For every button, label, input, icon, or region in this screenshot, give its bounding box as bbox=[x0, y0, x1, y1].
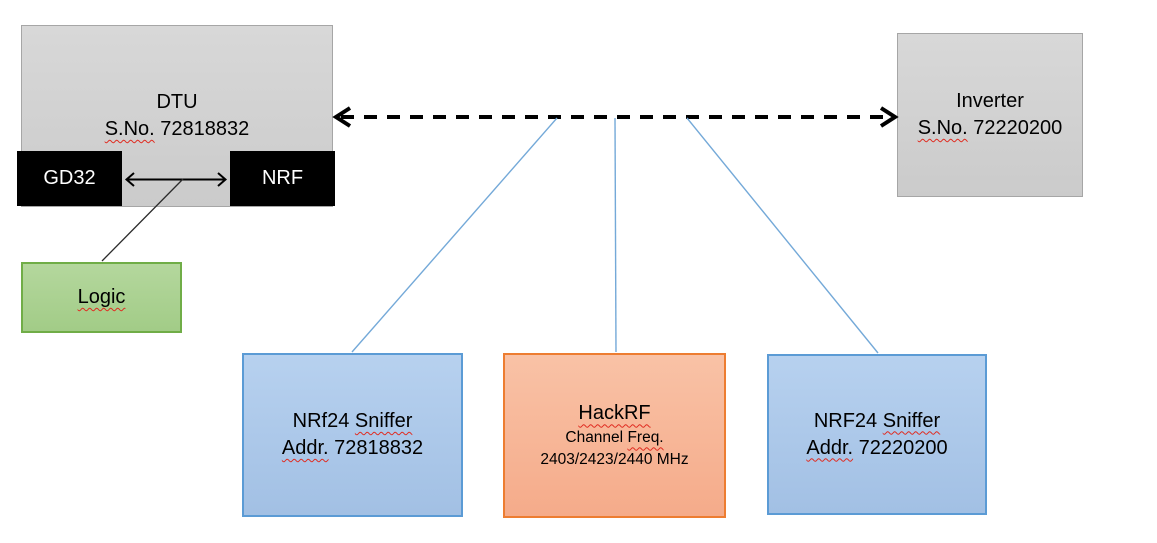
nrf-label: NRF bbox=[261, 167, 304, 189]
sniffer-left-title: NRf24 Sniffer bbox=[293, 408, 413, 435]
logic-node: Logic bbox=[21, 262, 182, 333]
sniffer-right-addr: Addr. 72220200 bbox=[806, 435, 947, 462]
inverter-serial-label: S.No. bbox=[917, 117, 968, 139]
gd32-label: GD32 bbox=[43, 167, 96, 189]
inverter-serial: S.No. 72220200 bbox=[918, 115, 1063, 142]
dtu-serial: S.No. 72818832 bbox=[105, 116, 250, 143]
hackrf-node: HackRF Channel Freq. 2403/2423/2440 MHz bbox=[503, 353, 726, 518]
sniffer-right-title-word1: NRF24 bbox=[813, 409, 878, 432]
sniffer-left-addr: Addr. 72818832 bbox=[282, 435, 423, 462]
inverter-serial-value: 72220200 bbox=[973, 117, 1063, 139]
sniffer-left-addr-label: Addr. bbox=[281, 437, 329, 459]
blue-connector-hackrf bbox=[614, 117, 617, 353]
sniffer-right-addr-value: 72220200 bbox=[858, 436, 948, 459]
blue-connector-sniffer-right bbox=[686, 117, 879, 354]
dtu-serial-value: 72818832 bbox=[160, 118, 250, 140]
sniffer-left-node: NRf24 Sniffer Addr. 72818832 bbox=[242, 353, 463, 517]
dashed-link-arrowhead-right bbox=[879, 106, 899, 128]
sniffer-right-title-word2: Sniffer bbox=[882, 409, 941, 432]
hackrf-freq-label: Channel Freq. bbox=[565, 429, 664, 447]
sniffer-left-title-word2: Sniffer bbox=[354, 410, 413, 432]
hackrf-freq-values: 2403/2423/2440 MHz bbox=[540, 451, 689, 468]
sniffer-right-addr-label: Addr. bbox=[806, 436, 854, 459]
blue-connector-sniffer-left bbox=[351, 117, 558, 353]
sniffer-left-title-word1: NRf24 bbox=[292, 410, 350, 432]
sniffer-left-addr-value: 72818832 bbox=[334, 437, 424, 459]
sniffer-right-node: NRF24 Sniffer Addr. 72220200 bbox=[767, 354, 987, 515]
dashed-link-arrowhead-left bbox=[332, 106, 352, 128]
nrf-chip: NRF bbox=[230, 151, 335, 206]
dtu-title: DTU bbox=[156, 91, 198, 113]
inverter-title: Inverter bbox=[956, 90, 1024, 112]
logic-label: Logic bbox=[77, 286, 126, 308]
gd32-chip: GD32 bbox=[17, 151, 122, 206]
hackrf-title: HackRF bbox=[578, 402, 651, 425]
sniffer-right-title: NRF24 Sniffer bbox=[814, 408, 940, 435]
inverter-node: Inverter S.No. 72220200 bbox=[897, 33, 1083, 197]
dtu-serial-label: S.No. bbox=[104, 118, 155, 140]
